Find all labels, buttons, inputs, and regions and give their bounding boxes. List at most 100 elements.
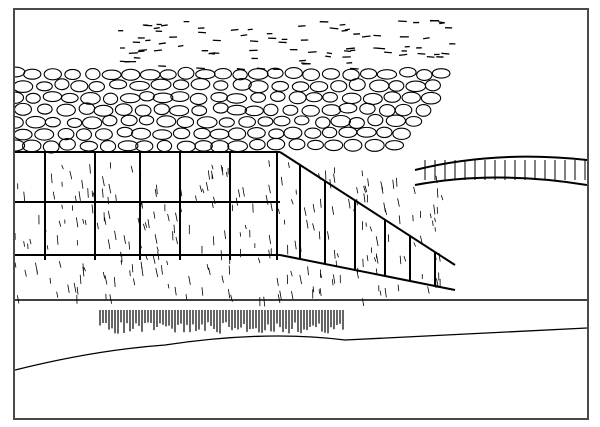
stone: [273, 115, 291, 127]
stone: [102, 114, 118, 127]
stone: [269, 91, 286, 102]
stone: [315, 116, 331, 129]
hatch-mark: [417, 52, 426, 55]
footbridge: [414, 155, 587, 186]
stone: [301, 104, 320, 117]
texture-mark: [58, 261, 62, 268]
texture-mark: [179, 187, 182, 198]
texture-mark: [276, 277, 279, 286]
texture-mark: [397, 198, 400, 207]
stone: [367, 113, 384, 127]
stone: [324, 139, 344, 152]
hatch-mark: [249, 40, 259, 43]
stone: [249, 138, 266, 151]
texture-mark: [438, 252, 441, 262]
texture-mark: [429, 213, 432, 219]
texture-mark: [205, 182, 209, 192]
roof-beam-side: [279, 151, 456, 266]
texture-mark: [307, 266, 309, 276]
stone: [190, 78, 211, 91]
texture-mark: [333, 173, 336, 183]
stone: [263, 103, 279, 117]
stone: [15, 66, 26, 78]
texture-mark: [161, 265, 163, 275]
stone: [348, 78, 366, 92]
texture-mark: [50, 173, 53, 184]
stone: [392, 127, 411, 141]
lawn-line: [15, 327, 587, 371]
texture-mark: [224, 230, 226, 240]
texture-mark: [102, 176, 105, 187]
texture-mark: [107, 210, 111, 220]
texture-mark: [333, 249, 336, 259]
texture-mark: [180, 188, 183, 197]
stone: [37, 103, 53, 115]
texture-mark: [320, 198, 322, 208]
stone: [75, 128, 93, 141]
stone: [176, 116, 195, 129]
texture-mark: [268, 234, 271, 244]
stone: [376, 69, 398, 80]
hatch-mark: [429, 19, 439, 22]
stone: [341, 92, 362, 105]
texture-mark: [43, 225, 47, 232]
texture-mark: [220, 165, 223, 172]
stone: [213, 67, 233, 80]
stone: [209, 128, 230, 140]
stone: [177, 66, 195, 80]
texture-mark: [144, 222, 148, 228]
texture-mark: [96, 222, 99, 230]
texture-mark: [329, 179, 332, 189]
texture-mark: [320, 273, 322, 278]
texture-mark: [432, 220, 434, 227]
texture-mark: [131, 264, 134, 273]
stone: [284, 67, 303, 79]
hatch-mark: [236, 68, 245, 71]
texture-mark: [101, 188, 104, 198]
texture-mark: [155, 267, 159, 278]
stone: [401, 91, 421, 104]
texture-mark: [91, 204, 94, 214]
texture-mark: [178, 237, 181, 244]
texture-mark: [332, 274, 336, 284]
texture-mark: [277, 294, 281, 304]
stone: [343, 138, 363, 152]
stone: [213, 80, 229, 91]
stone: [383, 91, 402, 103]
texture-mark: [188, 275, 191, 285]
texture-mark: [107, 239, 111, 250]
texture-mark: [373, 257, 377, 262]
texture-mark: [277, 208, 281, 215]
hatch-mark: [344, 28, 351, 31]
hatch-mark: [307, 51, 317, 54]
stone: [250, 92, 267, 103]
texture-mark: [299, 274, 302, 285]
texture-mark: [229, 166, 231, 174]
texture-mark: [153, 211, 156, 219]
stone: [61, 92, 79, 104]
texture-mark: [213, 196, 216, 204]
ground-line: [15, 299, 587, 371]
texture-mark: [133, 278, 136, 286]
texture-mark: [82, 266, 85, 277]
stone: [415, 103, 432, 117]
stone: [134, 104, 152, 117]
texture-mark: [212, 236, 215, 246]
texture-mark: [145, 255, 148, 261]
stone: [109, 79, 128, 90]
hatch-mark: [119, 60, 129, 63]
texture-mark: [331, 279, 334, 286]
stone: [227, 140, 248, 153]
texture-mark: [363, 185, 366, 193]
stone: [321, 126, 338, 139]
texture-mark: [128, 241, 131, 250]
texture-mark: [434, 217, 436, 223]
stone: [138, 114, 155, 126]
texture-mark: [392, 179, 395, 189]
stone: [247, 68, 269, 80]
texture-mark: [115, 194, 117, 203]
stone: [116, 126, 134, 138]
stone: [247, 127, 266, 139]
texture-mark: [211, 170, 214, 179]
texture-mark: [81, 179, 84, 189]
